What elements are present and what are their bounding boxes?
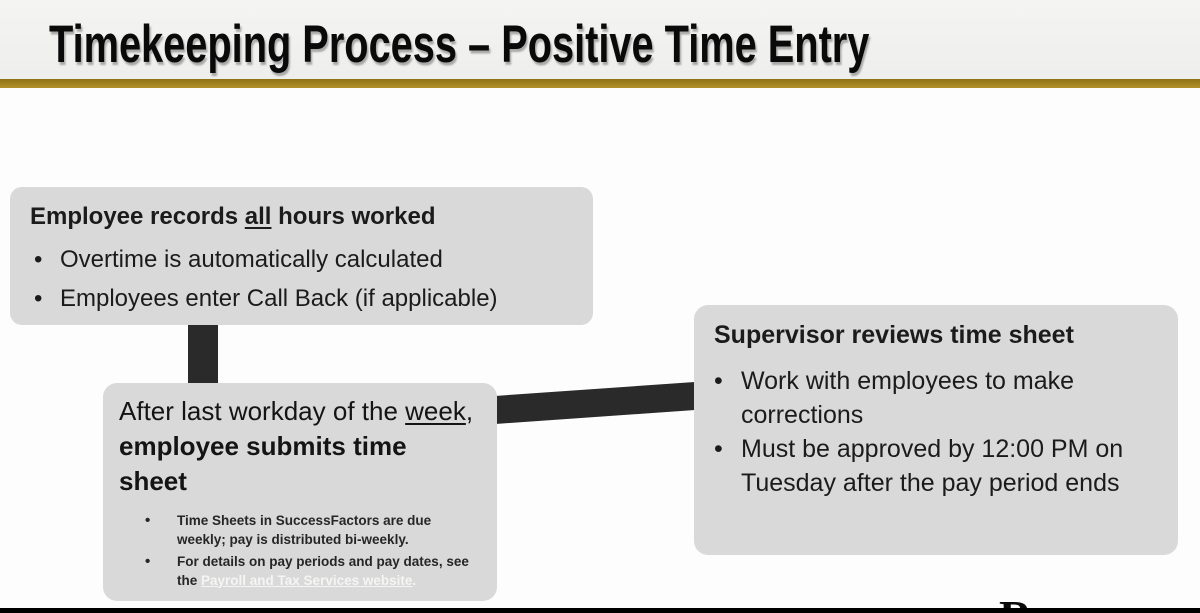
connector-submits-to-supervisor	[493, 381, 697, 425]
sub-bullet-text: Time Sheets in SuccessFactors are due we…	[177, 513, 432, 547]
node-employee-submits: After last workday of the week, employee…	[103, 383, 497, 601]
title-separator: ,	[465, 396, 474, 426]
employee-records-bullet-list: Overtime is automatically calculated Emp…	[30, 240, 573, 318]
title-band: Timekeeping Process – Positive Time Entr…	[0, 0, 1200, 79]
sub-bullet-item: For details on pay periods and pay dates…	[119, 553, 479, 590]
employee-submits-sub-bullet-list: Time Sheets in SuccessFactors are due we…	[119, 512, 479, 590]
sub-bullet-text: For details on pay periods and pay dates…	[177, 554, 469, 588]
connector-records-to-submits	[188, 322, 218, 386]
title-underlined-word: all	[244, 203, 272, 230]
sub-bullet-item: Time Sheets in SuccessFactors are due we…	[119, 512, 479, 549]
node-employee-submits-title: After last workday of the week, employee…	[119, 394, 479, 499]
supervisor-reviews-bullet-list: Work with employees to make corrections …	[714, 364, 1158, 500]
accent-divider-bar	[0, 79, 1200, 88]
node-supervisor-reviews: Supervisor reviews time sheet Work with …	[694, 305, 1178, 555]
title-text-regular: After last workday of the	[119, 396, 406, 426]
title-text-bold: employee submits time sheet	[119, 431, 407, 496]
node-employee-records: Employee records all hours worked Overti…	[10, 187, 593, 325]
bullet-item: Employees enter Call Back (if applicable…	[30, 279, 573, 318]
payroll-tax-services-link[interactable]: Payroll and Tax Services website	[201, 572, 413, 588]
bullet-item: Must be approved by 12:00 PM on Tuesday …	[714, 432, 1158, 500]
bullet-item: Overtime is automatically calculated	[30, 240, 573, 279]
title-underlined-word: week	[405, 396, 466, 426]
node-supervisor-reviews-title: Supervisor reviews time sheet	[714, 321, 1074, 349]
title-text-post: hours worked	[271, 203, 436, 230]
title-text-pre: Employee records	[30, 203, 245, 230]
node-employee-records-title: Employee records all hours worked	[30, 203, 573, 231]
bottom-border-bar	[0, 608, 1200, 613]
bullet-item: Work with employees to make corrections	[714, 364, 1158, 432]
sub-bullet-suffix: .	[412, 572, 417, 588]
slide-title: Timekeeping Process – Positive Time Entr…	[49, 15, 870, 74]
